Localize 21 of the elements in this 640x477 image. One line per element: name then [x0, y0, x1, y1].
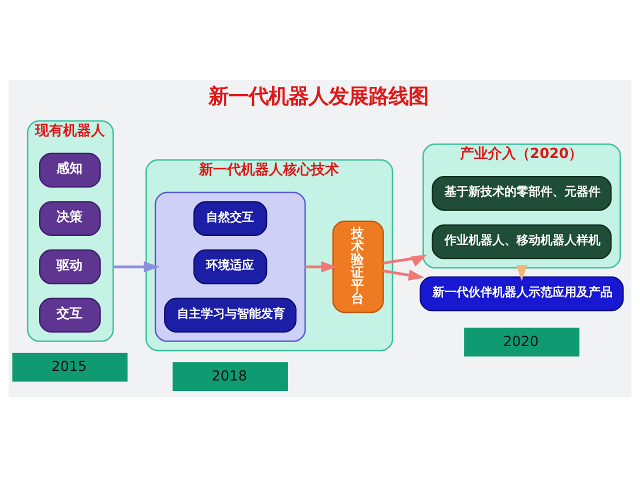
cluster	[154, 192, 306, 342]
arrow	[305, 261, 337, 272]
label: 2020	[503, 334, 539, 350]
arrow	[383, 270, 424, 281]
node-box: 作业机器人、移动机器人样机	[432, 224, 612, 260]
node-box: 决策	[39, 201, 101, 236]
node-box: 基于新技术的零部件、元器件	[432, 176, 612, 211]
node-box: 自然交互	[193, 201, 268, 236]
node-box: 交互	[39, 298, 101, 333]
node-box: 驱动	[39, 249, 101, 284]
label: 2015	[51, 358, 87, 375]
label: 2018	[212, 368, 248, 384]
node-box: 自主学习与智能发育	[164, 298, 297, 333]
arrow	[516, 265, 528, 281]
node-box: 技术验证平台	[332, 220, 384, 314]
node-box: 感知	[39, 152, 101, 188]
node-box: 新一代伙伴机器人示范应用及产品	[420, 276, 624, 312]
arrow	[383, 254, 427, 267]
arrow	[113, 261, 160, 272]
node-box: 环境适应	[193, 249, 268, 284]
diagram-title: 新一代机器人发展路线图	[208, 84, 428, 108]
